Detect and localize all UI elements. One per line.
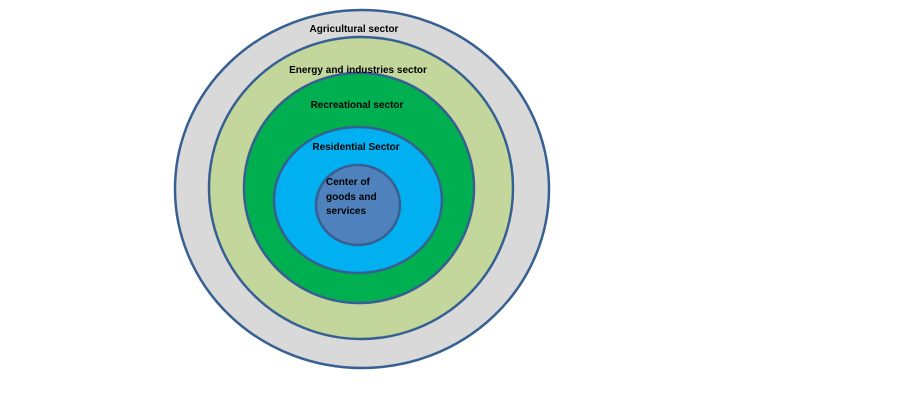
label-center-line-3: services [326, 206, 366, 217]
label-residential-sector: Residential Sector [312, 142, 399, 153]
label-center-line-1: Center of [326, 177, 371, 188]
center-goods-services [314, 163, 402, 247]
label-energy-industries-sector: Energy and industries sector [289, 65, 427, 76]
label-recreational-sector: Recreational sector [311, 100, 404, 111]
label-center-line-2: goods and [326, 192, 377, 203]
label-agricultural-sector: Agricultural sector [310, 24, 399, 35]
